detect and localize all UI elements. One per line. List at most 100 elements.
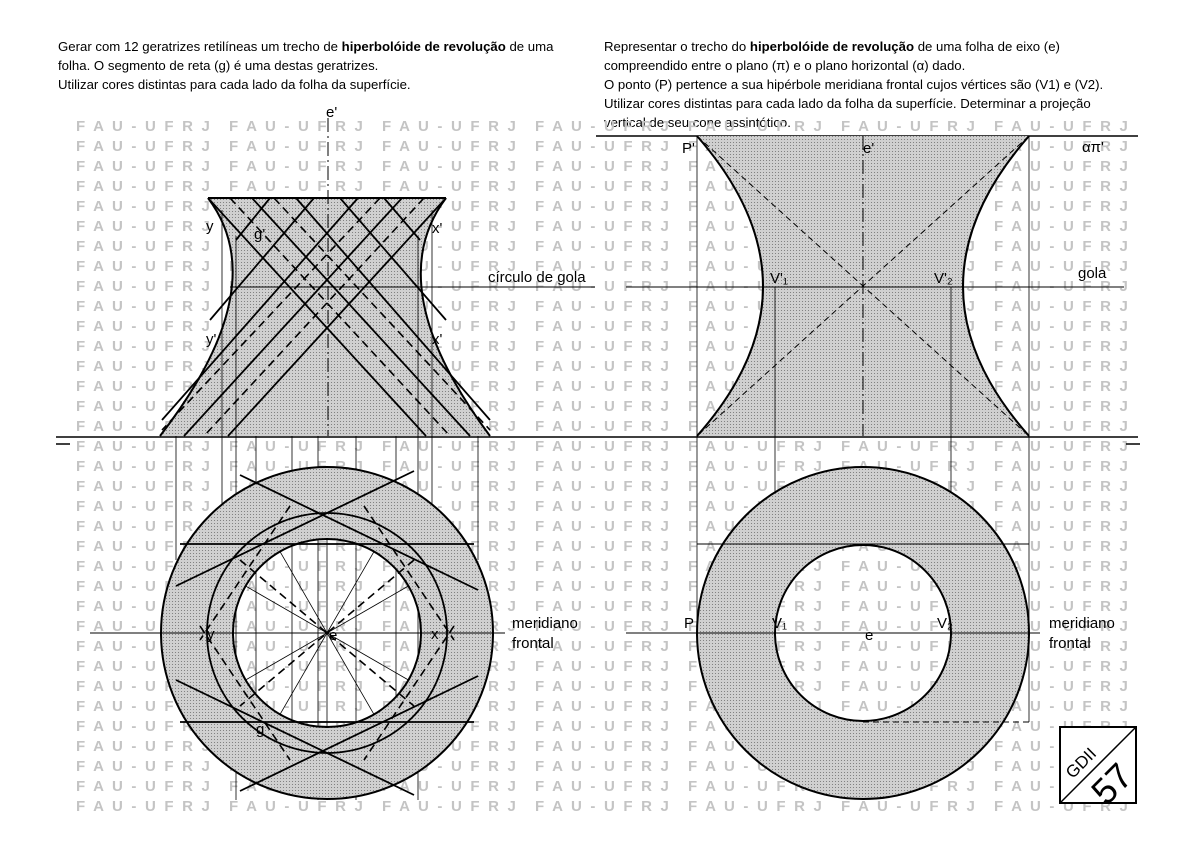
label-axis-e-prime: e'	[326, 104, 337, 121]
watermark-text: F A U - U F R J	[535, 318, 671, 335]
watermark-text: F A U - U F R J	[76, 338, 212, 355]
watermark-text: F A U - U F R J	[535, 658, 671, 675]
left-statement-line-3: Utilizar cores distintas para cada lado …	[58, 77, 411, 92]
watermark-text: F A U - U F R J	[229, 618, 365, 635]
watermark-text: F A U - U F R J	[535, 338, 671, 355]
watermark-text: F A U - U F R J	[535, 198, 671, 215]
watermark-text: F A U - U F R J	[76, 198, 212, 215]
watermark-text: F A U - U F R J	[535, 698, 671, 715]
watermark-text: F A U - U F R J	[229, 658, 365, 675]
watermark-text: F A U - U F R J	[994, 458, 1130, 475]
label-throat-circle: círculo de gola	[488, 269, 586, 286]
watermark-text: F A U - U F R J	[994, 478, 1130, 495]
watermark-text: F A U - U F R J	[76, 238, 212, 255]
watermark-text: F A U - U F R J	[76, 798, 212, 815]
label-g-upper: g'	[254, 226, 265, 243]
watermark-text: F A U - U F R J	[382, 438, 518, 455]
watermark-text: F A U - U F R J	[535, 118, 671, 135]
right-elevation: P' e' απ' V'₁ V'₂ gola	[596, 135, 1138, 722]
right-statement-line-5: vertical de seu cone assintótico.	[604, 115, 791, 130]
watermark-text: F A U - U F R J	[382, 478, 518, 495]
label-plan-x: x	[431, 626, 439, 643]
label-plan-y: y	[207, 626, 215, 643]
label-throat: gola	[1078, 265, 1107, 282]
watermark-text: F A U - U F R J	[535, 178, 671, 195]
watermark-text: F A U - U F R J	[382, 158, 518, 175]
left-statement-line-2: folha. O segmento de reta (g) é uma dest…	[58, 58, 379, 73]
watermark-text: F A U - U F R J	[994, 158, 1130, 175]
watermark-text: F A U - U F R J	[994, 318, 1130, 335]
watermark-text: F A U - U F R J	[535, 578, 671, 595]
watermark-text: F A U - U F R J	[994, 698, 1130, 715]
watermark-text: F A U - U F R J	[535, 358, 671, 375]
watermark-text: F A U - U F R J	[841, 618, 977, 635]
watermark-text: F A U - U F R J	[535, 558, 671, 575]
watermark-text: F A U - U F R J	[841, 598, 977, 615]
label-plan-v1: V₁	[772, 615, 787, 632]
watermark-text: F A U - U F R J	[688, 118, 824, 135]
label-right-meridian-2: frontal	[1049, 635, 1091, 652]
watermark-text: F A U - U F R J	[994, 338, 1130, 355]
label-v1-upper: V'₁	[770, 270, 788, 287]
watermark-text: F A U - U F R J	[229, 598, 365, 615]
watermark-text: F A U - U F R J	[994, 498, 1130, 515]
watermark-text: F A U - U F R J	[535, 738, 671, 755]
watermark-text: F A U - U F R J	[994, 118, 1130, 135]
watermark-text: F A U - U F R J	[688, 438, 824, 455]
watermark-text: F A U - U F R J	[535, 678, 671, 695]
watermark-text: F A U - U F R J	[229, 438, 365, 455]
watermark-text: F A U - U F R J	[76, 118, 212, 135]
watermark-text: F A U - U F R J	[841, 118, 977, 135]
watermark-text: F A U - U F R J	[535, 258, 671, 275]
watermark-text: F A U - U F R J	[535, 278, 671, 295]
watermark-text: F A U - U F R J	[76, 458, 212, 475]
watermark-text: F A U - U F R J	[994, 298, 1130, 315]
watermark-text: F A U - U F R J	[76, 278, 212, 295]
watermark-text: F A U - U F R J	[229, 118, 365, 135]
watermark-text: F A U - U F R J	[994, 418, 1130, 435]
watermark-text: F A U - U F R J	[535, 298, 671, 315]
watermark-text: F A U - U F R J	[535, 478, 671, 495]
left-generatrices-front	[161, 197, 491, 437]
watermark-text: F A U - U F R J	[994, 258, 1130, 275]
watermark-text: F A U - U F R J	[535, 718, 671, 735]
label-p-upper: P'	[682, 140, 695, 157]
watermark-text: F A U - U F R J	[535, 518, 671, 535]
watermark-text: F A U - U F R J	[76, 718, 212, 735]
left-generatrices-back	[161, 197, 491, 437]
watermark-text: F A U - U F R J	[535, 418, 671, 435]
watermark-text: F A U - U F R J	[535, 538, 671, 555]
right-plan: P V₁ e V₂ meridiano frontal	[626, 466, 1115, 800]
watermark-text: F A U - U F R J	[994, 138, 1130, 155]
watermark-text: F A U - U F R J	[841, 438, 977, 455]
label-v2-upper: V'₂	[934, 270, 953, 287]
watermark-text: F A U - U F R J	[535, 398, 671, 415]
watermark-text: F A U - U F R J	[382, 798, 518, 815]
watermark-text: F A U - U F R J	[76, 498, 212, 515]
watermark-text: F A U - U F R J	[994, 558, 1130, 575]
watermark-text: F A U - U F R J	[382, 778, 518, 795]
left-statement-line-1: Gerar com 12 geratrizes retilíneas um tr…	[58, 39, 554, 54]
course-badge: GDII 57	[1059, 726, 1140, 812]
watermark-text: F A U - U F R J	[688, 798, 824, 815]
label-y-lower: y'	[206, 331, 217, 348]
watermark-text: F A U - U F R J	[229, 798, 365, 815]
watermark-text: F A U - U F R J	[382, 458, 518, 475]
watermark-text: F A U - U F R J	[535, 758, 671, 775]
label-plan-p: P	[684, 615, 694, 632]
watermark-text: F A U - U F R J	[382, 118, 518, 135]
watermark-text: F A U - U F R J	[994, 198, 1130, 215]
left-plan-generatrix-traces	[175, 470, 479, 796]
watermark-text: F A U - U F R J	[382, 178, 518, 195]
watermark-text: F A U - U F R J	[76, 778, 212, 795]
watermark-text: F A U - U F R J	[994, 398, 1130, 415]
left-statement: Gerar com 12 geratrizes retilíneas um tr…	[58, 37, 553, 94]
watermark-text: F A U - U F R J	[76, 298, 212, 315]
left-plan-generatrix-hidden	[199, 505, 455, 761]
label-plan-e-right: e	[865, 627, 873, 644]
watermark-text: F A U - U F R J	[994, 238, 1130, 255]
watermark-text: F A U - U F R J	[535, 638, 671, 655]
watermark-text: F A U - U F R J	[76, 378, 212, 395]
watermark-text: F A U - U F R J	[994, 438, 1130, 455]
watermark-text: F A U - U F R J	[76, 138, 212, 155]
